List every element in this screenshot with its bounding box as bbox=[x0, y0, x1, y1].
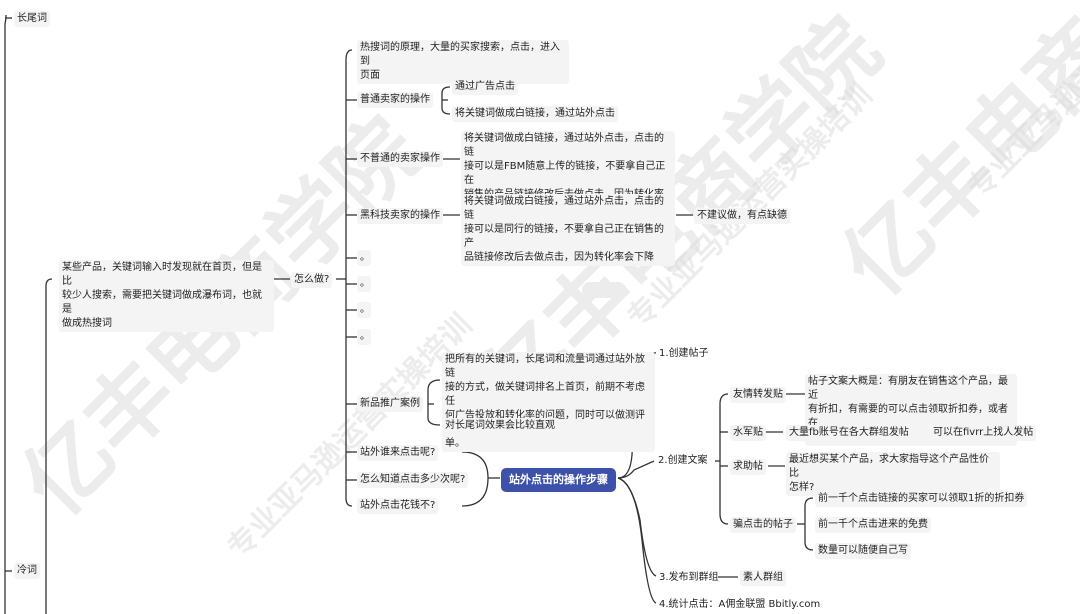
node-click-cost: 站外点击花钱不? bbox=[357, 498, 439, 514]
node-step-3: 3.发布到群组 bbox=[659, 572, 719, 583]
node-ad-click: 通过广告点击 bbox=[452, 79, 518, 95]
node-step-2: 2.创建文案 bbox=[658, 455, 708, 466]
node-how-many-clicks: 怎么知道点击多少次呢? bbox=[357, 472, 469, 488]
node-black-tech-desc: 将关键词做成白链接，通过站外点击，点击的链 接可以是同行的链接，不要拿自己正在销… bbox=[461, 194, 675, 266]
node-who-clicks: 站外谁来点击呢? bbox=[357, 445, 439, 461]
node-friend-repost: 友情转发贴 bbox=[730, 387, 786, 403]
node-new-product-case: 新品推广案例 bbox=[357, 396, 423, 412]
node-dot-4: 。 bbox=[357, 329, 371, 345]
node-step-1: 1.创建帖子 bbox=[659, 348, 709, 359]
node-hot-search-principle: 热搜词的原理，大量的买家搜索，点击，进入到 页面 bbox=[357, 40, 569, 84]
node-unusual-seller: 不普通的卖家操作 bbox=[357, 151, 443, 167]
node-not-recommended: 不建议做，有点缺德 bbox=[694, 208, 790, 224]
node-dot-3: 。 bbox=[357, 302, 371, 318]
node-white-link-click: 将关键词做成白链接，通过站外点击 bbox=[452, 106, 618, 122]
node-dot-2: 。 bbox=[357, 276, 371, 292]
node-step-4: 4.统计点击：A佣金联盟 Bbitly.com bbox=[659, 599, 821, 610]
node-ordinary-seller: 普通卖家的操作 bbox=[357, 92, 433, 108]
node-help-post-desc: 最近想买某个产品，求大家指导这个产品性价比 怎样? bbox=[786, 452, 1000, 496]
node-click-bait-post: 骗点击的帖子 bbox=[730, 517, 796, 533]
node-help-post: 求助帖 bbox=[730, 459, 766, 475]
node-cold-words: 冷词 bbox=[14, 563, 40, 579]
node-bait-3: 数量可以随便自己写 bbox=[815, 543, 911, 559]
node-root-topic: 某些产品，关键词输入时发现就在首页，但是比 较少人搜索，需要把关键词做成瀑布词，… bbox=[59, 260, 274, 332]
node-placeholder-blob bbox=[582, 282, 626, 298]
node-dot-1: 。 bbox=[357, 250, 371, 266]
watermark-text: 专业亚马逊运营实操培训 bbox=[961, 0, 1080, 206]
node-amateur-group: 素人群组 bbox=[740, 570, 786, 586]
node-new-product-desc: 把所有的关键词，长尾词和流量词通过站外放链 接的方式，做关键词排名上首页，前期不… bbox=[442, 352, 655, 452]
node-black-tech-seller: 黑科技卖家的操作 bbox=[357, 208, 443, 224]
node-fiverr: 可以在fivrr上找人发帖 bbox=[930, 425, 1037, 441]
node-center-offsite-steps: 站外点击的操作步骤 bbox=[501, 468, 616, 492]
node-shill-post-desc: 大量fb账号在各大群组发帖 bbox=[786, 425, 912, 441]
node-bait-1: 前一千个点击链接的买家可以领取1折的折扣券 bbox=[815, 491, 1028, 507]
node-how-to-do: 怎么做? bbox=[291, 272, 333, 288]
node-shill-post: 水军贴 bbox=[730, 425, 766, 441]
watermark-text: 亿丰电商学院 bbox=[824, 0, 1080, 315]
node-long-tail-words: 长尾词 bbox=[14, 11, 50, 27]
node-long-tail-effect: 对长尾词效果会比较直观 bbox=[442, 418, 558, 434]
node-bait-2: 前一千个点击进来的免费 bbox=[815, 517, 931, 533]
watermark-text: 专业亚马逊运营实操培训 bbox=[221, 308, 479, 566]
